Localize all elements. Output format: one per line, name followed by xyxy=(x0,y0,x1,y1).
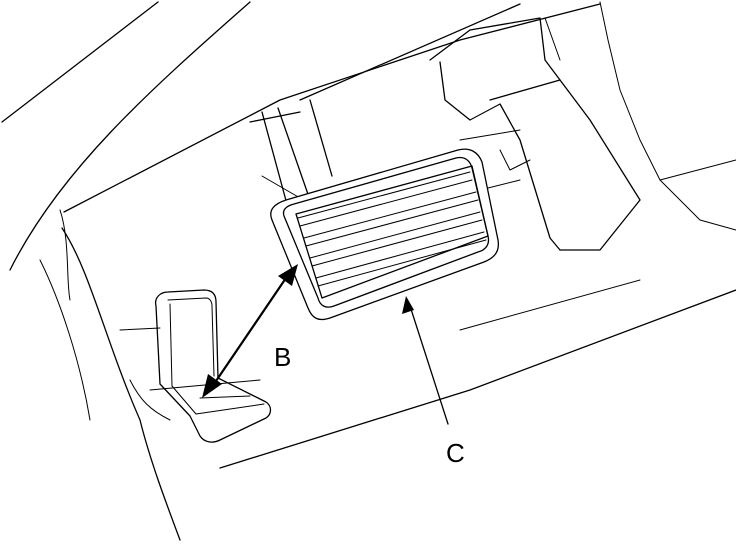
dashboard-outline xyxy=(1,1,601,301)
floor-outline xyxy=(119,279,736,469)
accelerator-pedal-pad xyxy=(270,148,500,321)
arrowhead-top xyxy=(278,264,298,286)
callout-b: B xyxy=(274,342,292,372)
footwell-wall xyxy=(39,227,181,541)
leader-line-c xyxy=(402,296,449,425)
leader-arrowhead xyxy=(402,296,414,314)
pedal-arm xyxy=(249,99,333,209)
callout-c: C xyxy=(446,438,465,468)
arrowhead-bottom xyxy=(202,374,222,398)
foot-rest xyxy=(154,289,272,443)
dimension-arrow-b xyxy=(202,264,298,398)
brake-pedal xyxy=(429,1,736,251)
